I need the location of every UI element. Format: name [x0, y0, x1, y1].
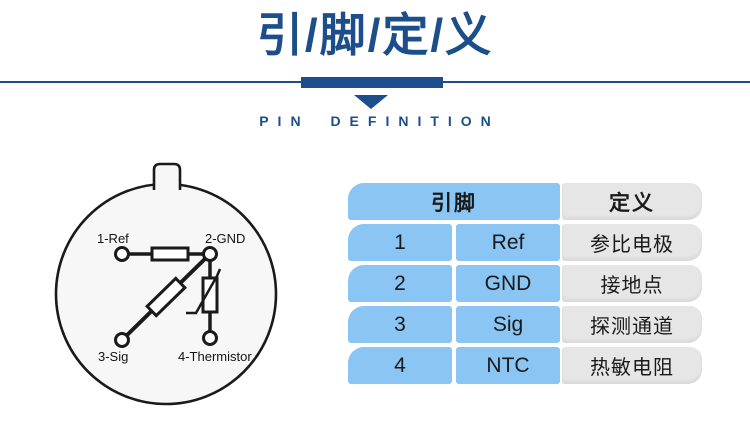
pin-definition-cell: 热敏电阻 [562, 347, 702, 384]
pin-2-label: 2-GND [205, 231, 245, 246]
resistor-symbol-diagonal [145, 276, 187, 318]
pin-definition-cell: 参比电极 [562, 224, 702, 261]
divider-bar [301, 77, 443, 88]
pin-1-label: 1-Ref [97, 231, 129, 246]
pin-4-marker [202, 330, 218, 346]
pin-3-marker [114, 332, 130, 348]
pin-3-label: 3-Sig [98, 349, 128, 364]
table-row: 1 Ref 参比电极 [348, 224, 702, 261]
pin-number-cell: 4 [348, 347, 452, 384]
down-triangle-icon [354, 95, 388, 109]
pin-definition-cell: 探测通道 [562, 306, 702, 343]
sensor-tab [152, 162, 182, 190]
pin-name-cell: Ref [456, 224, 560, 261]
pin-definition-cell: 接地点 [562, 265, 702, 302]
table-header-pin: 引脚 [348, 183, 560, 220]
thermistor-strike-line [186, 268, 222, 315]
pin-name-cell: NTC [456, 347, 560, 384]
pin-number-cell: 1 [348, 224, 452, 261]
table-header-definition: 定义 [562, 183, 702, 220]
table-row: 3 Sig 探测通道 [348, 306, 702, 343]
pin-name-cell: GND [456, 265, 560, 302]
pin-definition-table: 引脚 定义 1 Ref 参比电极 2 GND 接地点 3 Sig 探测通道 4 … [348, 183, 702, 384]
pin-number-cell: 2 [348, 265, 452, 302]
thermistor-symbol [201, 276, 219, 314]
page-subtitle: PIN DEFINITION [259, 113, 500, 129]
table-row: 2 GND 接地点 [348, 265, 702, 302]
table-header-row: 引脚 定义 [348, 183, 702, 220]
pin-number-cell: 3 [348, 306, 452, 343]
table-row: 4 NTC 热敏电阻 [348, 347, 702, 384]
sensor-pinout-diagram: 1-Ref 2-GND 3-Sig 4-Thermistor [54, 162, 278, 406]
pin-4-label: 4-Thermistor [178, 349, 252, 364]
resistor-symbol-top [150, 246, 190, 262]
pin-name-cell: Sig [456, 306, 560, 343]
page-title: 引/脚/定/义 [256, 9, 494, 61]
pin-1-marker [114, 246, 130, 262]
pin-2-marker [202, 246, 218, 262]
